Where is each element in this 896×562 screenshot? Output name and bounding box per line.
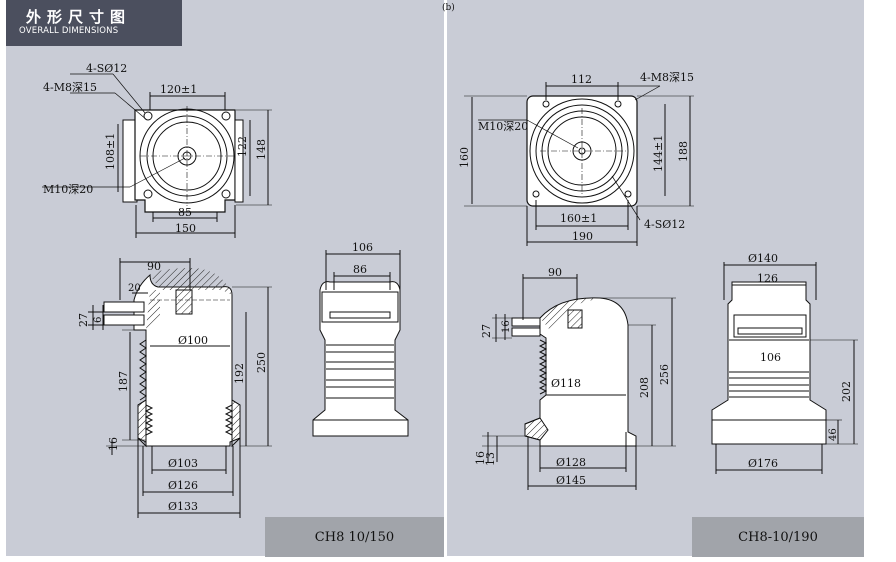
left-model-label: CH8 10/150 xyxy=(265,517,444,557)
right-side-118: Ø118 xyxy=(551,377,581,390)
left-side-90: 90 xyxy=(147,260,161,273)
right-dim-112: 112 xyxy=(571,73,592,86)
right-drawing-panel xyxy=(447,0,864,556)
left-side-192: 192 xyxy=(233,363,246,384)
right-side-145: Ø145 xyxy=(556,474,586,487)
left-dim-85: 85 xyxy=(178,206,192,219)
right-dim-188: 188 xyxy=(677,141,690,162)
right-side-128: Ø128 xyxy=(556,456,586,469)
right-side-208: 208 xyxy=(638,377,651,398)
right-top-view xyxy=(464,82,694,246)
left-dim-108: 108±1 xyxy=(104,133,117,170)
left-top-view xyxy=(42,73,272,238)
right-side-13: 13 xyxy=(484,452,497,466)
left-side-103: Ø103 xyxy=(168,457,198,470)
right-center-thread: M10深20 xyxy=(478,120,528,133)
left-dim-148: 148 xyxy=(255,139,268,160)
left-side-187: 187 xyxy=(117,371,130,392)
left-side-16: 16 xyxy=(107,437,120,451)
header-title-en: OVERALL DIMENSIONS xyxy=(19,26,119,36)
right-dim-190: 190 xyxy=(572,230,593,243)
left-side-6: 6 xyxy=(93,317,104,323)
left-end-106: 106 xyxy=(352,241,373,254)
section-header: 外形尺寸图 OVERALL DIMENSIONS xyxy=(6,0,182,46)
right-end-46: 46 xyxy=(828,428,839,441)
right-end-106: 106 xyxy=(760,351,781,364)
left-dim-120: 120±1 xyxy=(160,83,197,96)
left-end-view xyxy=(312,250,409,437)
right-thread-note: 4-M8深15 xyxy=(640,71,694,84)
right-side-16b: 16 xyxy=(474,451,487,465)
left-center-thread: M10深20 xyxy=(43,183,93,196)
left-side-126: Ø126 xyxy=(168,479,198,492)
left-end-86: 86 xyxy=(353,263,367,276)
right-hole-note: 4-SØ12 xyxy=(644,218,685,231)
right-side-view xyxy=(482,274,676,490)
right-dim-160w: 160±1 xyxy=(560,212,597,225)
right-side-256: 256 xyxy=(658,364,671,385)
left-side-27: 27 xyxy=(77,313,90,327)
left-side-20: 20 xyxy=(128,283,141,294)
right-dim-160h: 160 xyxy=(458,147,471,168)
top-marker: (b) xyxy=(442,2,455,13)
right-dim-144: 144±1 xyxy=(652,135,665,172)
left-dim-122: 122 xyxy=(236,136,249,157)
header-title-cn: 外形尺寸图 xyxy=(26,8,132,26)
left-hole-note: 4-SØ12 xyxy=(86,62,127,75)
right-end-140: Ø140 xyxy=(748,252,778,265)
left-side-250: 250 xyxy=(255,352,268,373)
right-end-202: 202 xyxy=(840,381,853,402)
right-end-view xyxy=(711,262,858,474)
right-side-90: 90 xyxy=(548,266,562,279)
left-side-view xyxy=(88,258,272,518)
left-side-133: Ø133 xyxy=(168,500,198,513)
left-thread-note: 4-M8深15 xyxy=(43,81,97,94)
right-side-27: 27 xyxy=(480,324,493,338)
right-end-176: Ø176 xyxy=(748,457,778,470)
left-side-100: Ø100 xyxy=(178,334,208,347)
right-side-16a: 16 xyxy=(501,320,512,333)
right-end-126: 126 xyxy=(757,272,778,285)
right-model-label: CH8-10/190 xyxy=(692,517,864,557)
left-dim-150: 150 xyxy=(175,222,196,235)
